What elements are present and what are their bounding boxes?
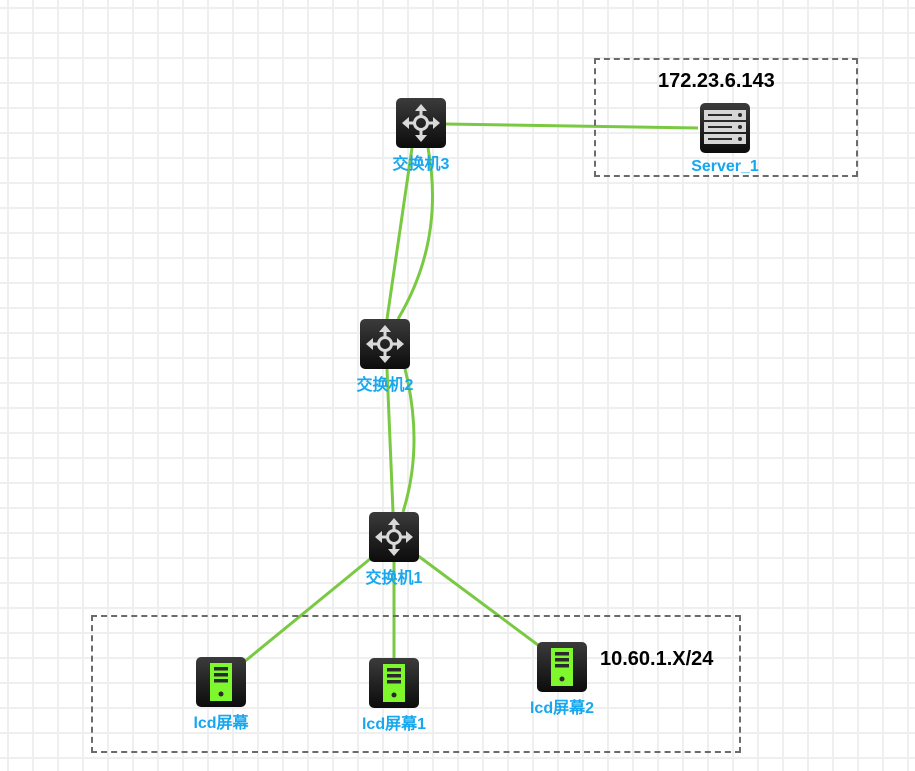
pc-tower-icon <box>537 642 587 692</box>
link-sw3-sw2-b[interactable] <box>396 147 434 320</box>
server-group-label: 172.23.6.143 <box>658 70 775 92</box>
switch-icon <box>360 319 410 369</box>
pc-label-lcd1: lcd屏幕1 <box>361 716 427 733</box>
switch-icon <box>369 512 419 562</box>
switch-icon <box>396 98 446 148</box>
link-sw3-sw2-a[interactable] <box>385 147 414 320</box>
pc-node-lcd2[interactable]: lcd屏幕2 <box>530 642 594 717</box>
switch-label-1: 交换机1 <box>365 570 423 587</box>
switch-node-1[interactable]: 交换机1 <box>366 512 422 587</box>
switch-node-2[interactable]: 交换机2 <box>357 319 413 394</box>
switch-node-3[interactable]: 交换机3 <box>393 98 449 173</box>
link-sw3-server1[interactable] <box>444 122 699 130</box>
pc-node-lcd0[interactable]: lcd屏幕 <box>193 657 249 732</box>
lcd-group-label: 10.60.1.X/24 <box>600 648 714 670</box>
pc-tower-icon <box>196 657 246 707</box>
server-label: Server_1 <box>691 158 759 175</box>
pc-node-lcd1[interactable]: lcd屏幕1 <box>362 658 426 733</box>
link-sw1-lcd2[interactable] <box>416 553 539 647</box>
link-sw1-lcd0[interactable] <box>243 557 371 664</box>
switch-label-2: 交换机2 <box>356 377 414 394</box>
pc-label-lcd2: lcd屏幕2 <box>529 700 595 717</box>
link-sw2-sw1-a[interactable] <box>385 368 395 513</box>
server-icon <box>700 103 750 153</box>
link-sw2-sw1-b[interactable] <box>401 368 416 513</box>
server-group-box[interactable] <box>594 58 858 177</box>
lcd-group-box[interactable] <box>91 615 741 753</box>
server-node[interactable]: Server_1 <box>691 103 759 175</box>
pc-tower-icon <box>369 658 419 708</box>
switch-label-3: 交换机3 <box>392 156 450 173</box>
pc-label-lcd0: lcd屏幕 <box>193 715 249 732</box>
